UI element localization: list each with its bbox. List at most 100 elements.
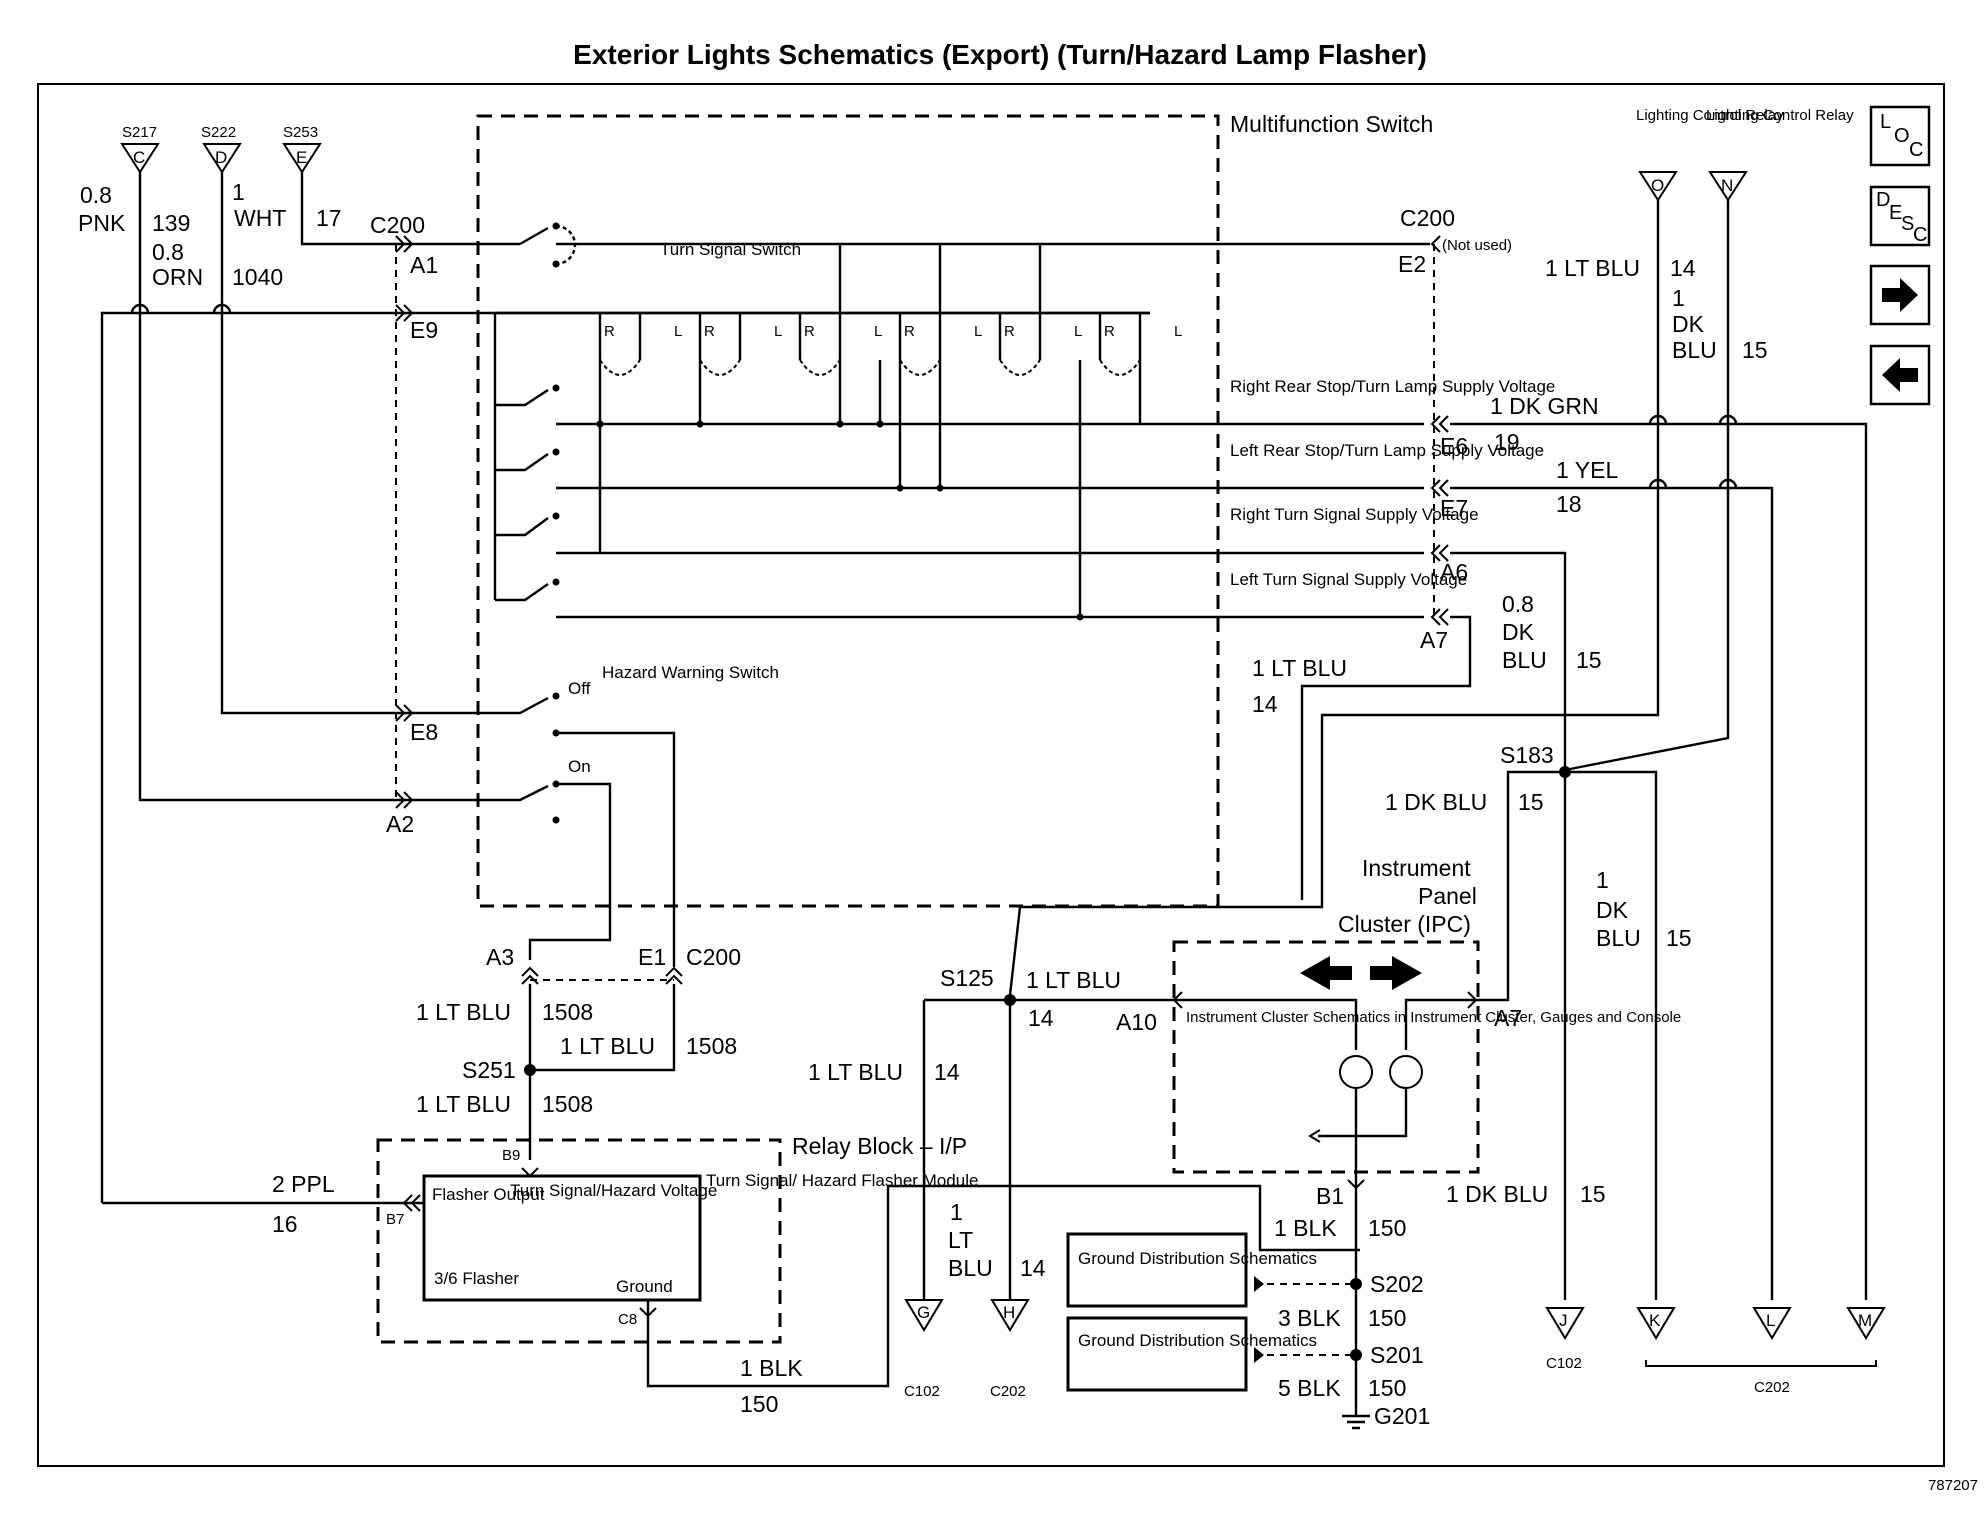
relay-block-box (376, 1138, 782, 1344)
ref-k[interactable]: K (1636, 1307, 1676, 1340)
wire-15-j: 1 DK BLU (1446, 1181, 1548, 1207)
pin-e7: E7 (1440, 495, 1468, 521)
pin-a2: A2 (386, 811, 414, 837)
wire-15-top-color-a: DK (1672, 311, 1705, 337)
svg-text:C202: C202 (990, 1383, 1026, 1400)
wire-15-top-color-b: BLU (1672, 337, 1717, 363)
ipc-label-2: Panel (1418, 883, 1477, 909)
svg-text:R: R (704, 323, 715, 340)
ipc-box (1172, 940, 1480, 1174)
ref-g-c102[interactable]: G C102 (904, 1299, 944, 1400)
left-indicator-icon (1300, 956, 1352, 990)
wire-16-circuit: 16 (272, 1211, 298, 1237)
ref-h-c202[interactable]: H C202 (990, 1299, 1030, 1400)
ipc-label-1: Instrument (1362, 855, 1471, 881)
svg-text:R: R (904, 323, 915, 340)
svg-text:C: C (1909, 139, 1923, 161)
desc-button[interactable]: D E S C (1869, 185, 1931, 247)
flasher-ground-label: Ground (616, 1277, 673, 1296)
svg-text:D: D (1876, 189, 1890, 211)
svg-text:Lighting Control Relay: Lighting Control Relay (1706, 107, 1854, 124)
splice-s251: S251 (462, 1057, 516, 1083)
next-page-button[interactable] (1869, 264, 1931, 326)
wire-15-mid-color-a: DK (1502, 619, 1535, 645)
ref-s253[interactable]: S253 E (282, 124, 322, 174)
ref-j-c102[interactable]: J C102 (1545, 1307, 1585, 1372)
ground-dist-box-2[interactable] (1066, 1316, 1248, 1392)
wire-17-circuit: 17 (316, 205, 342, 231)
wire-19-circuit: 19 (1494, 429, 1520, 455)
wire-1508-c-circuit: 1508 (542, 1091, 593, 1117)
supply-label-rr: Right Rear Stop/Turn Lamp Supply Voltage (1230, 377, 1555, 396)
loc-button[interactable]: L O C (1869, 105, 1931, 167)
wire-19: 1 DK GRN (1490, 393, 1599, 419)
svg-text:L: L (674, 323, 682, 340)
pin-b9: B9 (502, 1147, 520, 1164)
wire-15-top-circuit: 15 (1742, 337, 1768, 363)
diagram-title: Exterior Lights Schematics (Export) (Tur… (573, 39, 1427, 70)
svg-text:C102: C102 (1546, 1355, 1582, 1372)
c202-group-label: C202 (1754, 1379, 1790, 1396)
right-indicator-icon (1370, 956, 1422, 990)
svg-text:K: K (1649, 1311, 1661, 1330)
supply-label-lt: Left Turn Signal Supply Voltage (1230, 570, 1467, 589)
svg-text:L: L (1766, 1311, 1775, 1330)
svg-text:N: N (1721, 176, 1733, 195)
wire-15-s183: 1 DK BLU (1385, 789, 1487, 815)
prev-page-button[interactable] (1869, 344, 1931, 406)
wire-14-top-circuit: 14 (1670, 255, 1696, 281)
svg-text:L: L (974, 323, 982, 340)
svg-text:L: L (1074, 323, 1082, 340)
wire-150-c8: 1 BLK (740, 1355, 803, 1381)
ref-s217[interactable]: S217 C (120, 124, 160, 174)
pin-a3: A3 (486, 944, 514, 970)
wire-18: 1 YEL (1556, 457, 1618, 483)
wire-150-b1: 1 BLK (1274, 1215, 1337, 1241)
ref-l[interactable]: L (1752, 1307, 1792, 1340)
wire-16: 2 PPL (272, 1171, 335, 1197)
wire-150-s202: 3 BLK (1278, 1305, 1341, 1331)
ground-dist-label-1: Ground Distribution Schematics (1078, 1249, 1317, 1268)
c202-bracket (1645, 1360, 1877, 1367)
ref-m[interactable]: M (1846, 1307, 1886, 1340)
ground-dist-box-1[interactable] (1066, 1232, 1248, 1308)
left-arrow-icon (1882, 358, 1918, 392)
pin-e8: E8 (410, 719, 438, 745)
svg-text:R: R (1004, 323, 1015, 340)
wire-14-mid: 1 LT BLU (1252, 655, 1347, 681)
ref-s222[interactable]: S222 D (201, 124, 242, 174)
svg-text:R: R (804, 323, 815, 340)
wire-1040-circuit: 1040 (232, 264, 283, 290)
wire-14-h-color-b: BLU (948, 1255, 993, 1281)
pin-a6: A6 (1440, 559, 1468, 585)
wire-15-s183-circuit: 15 (1518, 789, 1544, 815)
wire-139-circuit: 139 (152, 210, 190, 236)
supply-label-lr: Left Rear Stop/Turn Lamp Supply Voltage (1230, 441, 1544, 460)
wire-14-g: 1 LT BLU (808, 1059, 903, 1085)
pin-e1: E1 (638, 944, 666, 970)
wire-14-h-gauge: 1 (950, 1199, 963, 1225)
splice-s202: S202 (1370, 1271, 1424, 1297)
wire-1508-b: 1 LT BLU (560, 1033, 655, 1059)
splice-s183: S183 (1500, 742, 1554, 768)
wire-150-b1-circuit: 150 (1368, 1215, 1406, 1241)
ref-lighting-relay-o[interactable]: Lighting Control Relay O (1636, 107, 1784, 202)
pin-e6: E6 (1440, 433, 1468, 459)
right-indicator-bulb-icon (1389, 1055, 1423, 1089)
wire-15-k-color-a: DK (1596, 897, 1629, 923)
ref-lighting-relay-n[interactable]: Lighting Control Relay N (1706, 107, 1854, 202)
svg-text:E: E (1889, 202, 1902, 224)
svg-text:C102: C102 (904, 1383, 940, 1400)
svg-text:S222: S222 (201, 124, 236, 141)
hazard-off-label: Off (568, 679, 591, 698)
figure-id: 787207 (1928, 1477, 1978, 1494)
wire-1040-gauge: 0.8 (152, 239, 184, 265)
c200-bottom-label: C200 (686, 944, 741, 970)
svg-text:O: O (1894, 125, 1910, 147)
svg-text:L: L (1174, 323, 1182, 340)
wire-139-gauge: 0.8 (80, 182, 112, 208)
flasher-output-label: Flasher Output (432, 1185, 545, 1204)
pin-e2: E2 (1398, 251, 1426, 277)
svg-text:S: S (1901, 213, 1914, 235)
